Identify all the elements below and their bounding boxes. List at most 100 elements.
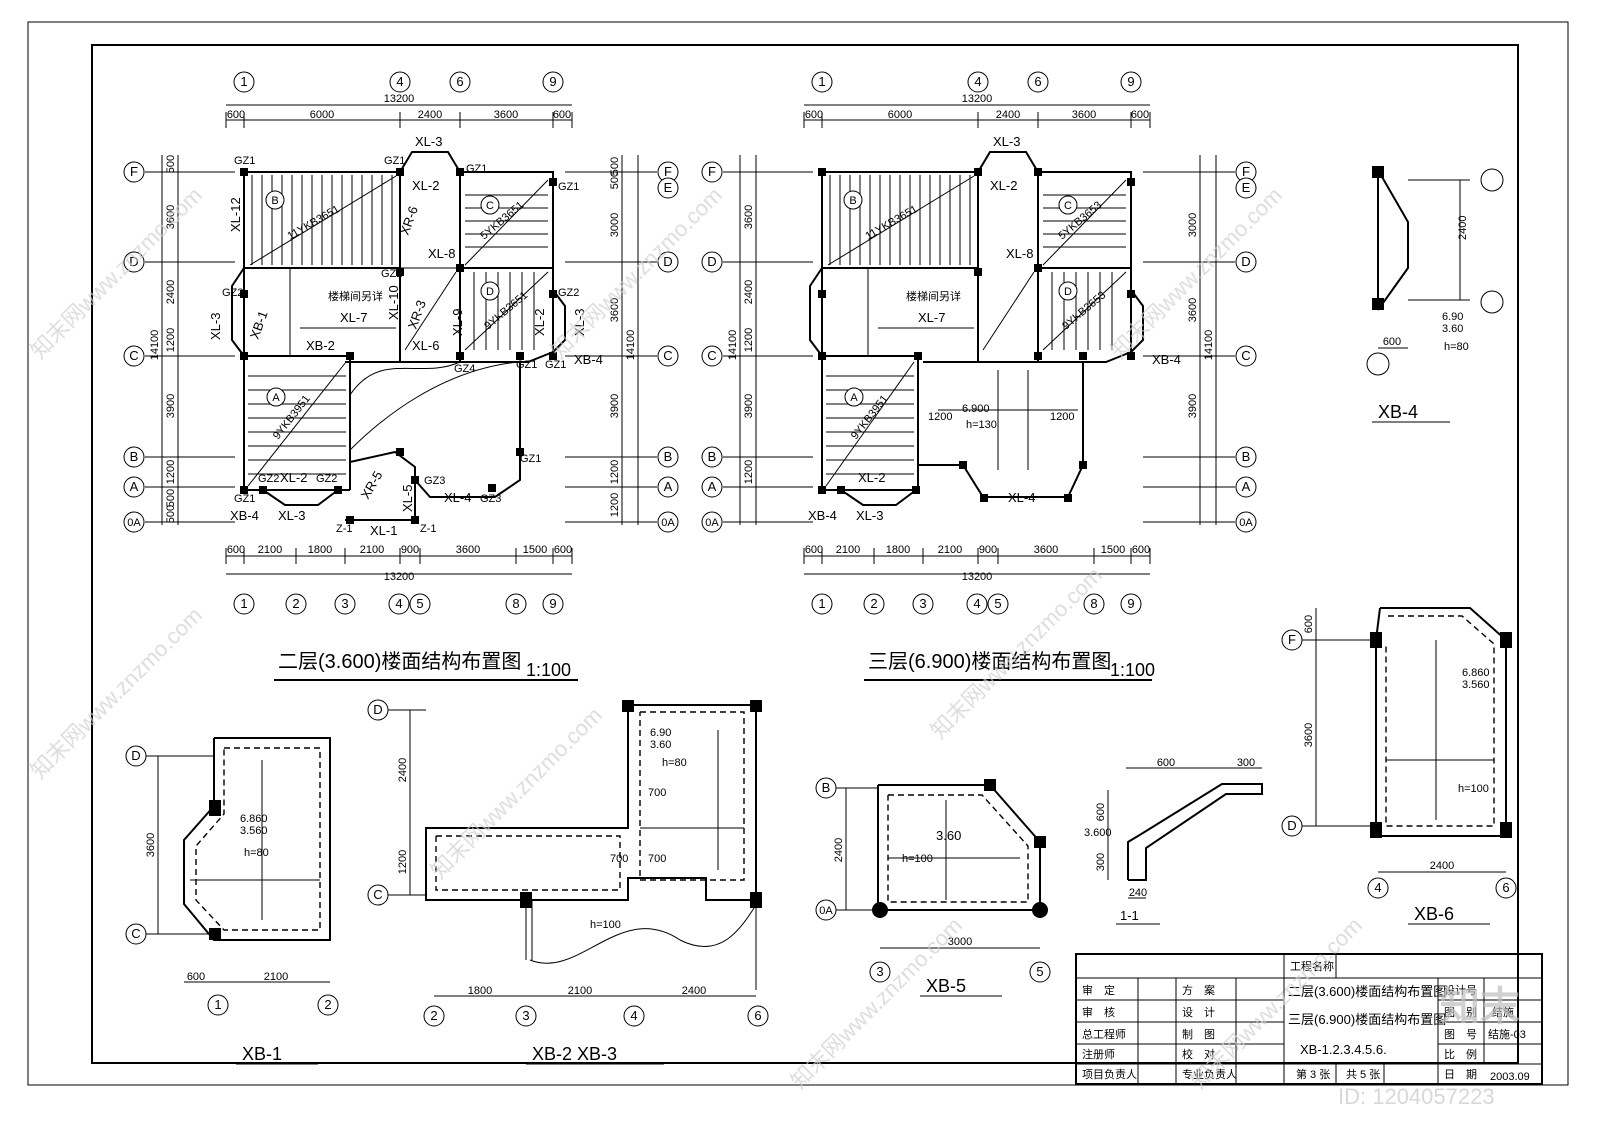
watermark-text: 知末网www.znzmo.com bbox=[1106, 182, 1287, 363]
column-label: GZ2 bbox=[381, 268, 402, 280]
elevation: 3.60 bbox=[650, 739, 671, 751]
drawing-title: 三层(6.900)楼面结构布置图 bbox=[868, 650, 1111, 673]
axis-label: B bbox=[1242, 449, 1251, 464]
column-label: GZ1 bbox=[384, 155, 405, 167]
dim: 2400 bbox=[682, 985, 706, 997]
elevation: 6.860 bbox=[240, 813, 268, 825]
axis-label: 2 bbox=[292, 596, 299, 611]
axis-label: 9 bbox=[1127, 74, 1134, 89]
column-label: GZ2 bbox=[316, 473, 337, 485]
watermark-text: 知末网www.znzmo.com bbox=[786, 912, 967, 1093]
axis-label: B bbox=[664, 449, 673, 464]
beam-label: XL-2 bbox=[412, 178, 439, 193]
slab-id: D bbox=[486, 286, 494, 298]
axis-label: 3 bbox=[522, 1008, 529, 1023]
dim: 600 bbox=[1303, 615, 1315, 633]
axis-label: D bbox=[129, 254, 138, 269]
axis-label: F bbox=[130, 164, 138, 179]
dim: 1200 bbox=[1050, 411, 1074, 423]
dim: 500 bbox=[165, 155, 177, 173]
dim: 2100 bbox=[264, 971, 288, 983]
axis-label: 0A bbox=[1239, 517, 1253, 529]
slab-id: D bbox=[1064, 286, 1072, 298]
slab-id: C bbox=[1064, 200, 1072, 212]
role-label: 注册师 bbox=[1082, 1047, 1115, 1061]
detail-title: 1-1 bbox=[1120, 908, 1139, 923]
dim-total: 14100 bbox=[149, 330, 161, 361]
field-label: 日 期 bbox=[1444, 1068, 1477, 1081]
drawing-title: 二层(3.600)楼面结构布置图 bbox=[278, 650, 521, 673]
slab-label: XB-1 bbox=[247, 309, 271, 341]
axis-bubble bbox=[542, 71, 564, 93]
column-label: GZ3 bbox=[480, 493, 501, 505]
dim: 3900 bbox=[743, 394, 755, 418]
dim: 300 bbox=[1095, 853, 1107, 871]
dim: 3900 bbox=[609, 394, 621, 418]
dim: 600 bbox=[227, 109, 245, 121]
watermark-logo: 知末 bbox=[1440, 984, 1520, 1030]
axis-label: 8 bbox=[512, 596, 519, 611]
axis-label: C bbox=[663, 348, 672, 363]
dim: 2100 bbox=[836, 544, 860, 556]
beam-label: XL-4 bbox=[444, 490, 471, 505]
dim-total: 14100 bbox=[625, 330, 637, 361]
axis-label: F bbox=[708, 164, 716, 179]
axis-label: D bbox=[707, 254, 716, 269]
elevation: 6.90 bbox=[650, 727, 671, 739]
dim: 1200 bbox=[165, 328, 177, 352]
dim: 600 bbox=[1095, 803, 1107, 821]
dim: 500 bbox=[165, 489, 177, 507]
dim: 3600 bbox=[165, 205, 177, 229]
slab-id: B bbox=[271, 195, 278, 207]
axis-label: 4 bbox=[395, 596, 402, 611]
dim: 500 bbox=[165, 505, 177, 523]
dim: 500 bbox=[609, 171, 621, 189]
slab-spec: 11YKB3651 bbox=[864, 203, 920, 242]
axis-label: 2 bbox=[430, 1008, 437, 1023]
axis-label: 0A bbox=[705, 517, 719, 529]
field-label: 图 号 bbox=[1444, 1028, 1477, 1041]
dim: 2100 bbox=[258, 544, 282, 556]
dim-total: 13200 bbox=[384, 571, 415, 583]
beam-label: XL-12 bbox=[228, 197, 243, 232]
elevation: 6.90 bbox=[1442, 311, 1463, 323]
dim: 3600 bbox=[145, 833, 157, 857]
beam-label: XL-1 bbox=[370, 523, 397, 538]
watermark-text: 知末网www.znzmo.com bbox=[1186, 912, 1367, 1093]
slab-label: XB-4 bbox=[808, 508, 837, 523]
dim: 2100 bbox=[360, 544, 384, 556]
outer-border bbox=[27, 21, 1569, 1086]
dim: 1500 bbox=[523, 544, 547, 556]
dim: 2400 bbox=[996, 109, 1020, 121]
axis-bubble bbox=[449, 71, 471, 93]
beam-label: XL-3 bbox=[993, 134, 1020, 149]
role-label: 校 对 bbox=[1182, 1047, 1215, 1061]
sheet-total: 共 5 张 bbox=[1346, 1068, 1380, 1081]
dim-total: 14100 bbox=[727, 330, 739, 361]
dim: 600 bbox=[1132, 544, 1150, 556]
dim: 1800 bbox=[886, 544, 910, 556]
watermark-id: ID: 1204057223 bbox=[1338, 1084, 1495, 1109]
dim-total: 13200 bbox=[384, 93, 415, 105]
slab-label: XR-5 bbox=[358, 468, 386, 501]
column-label: GZ2 bbox=[222, 287, 243, 299]
dim: 240 bbox=[1129, 887, 1147, 899]
detail-title: XB-1 bbox=[242, 1044, 282, 1064]
column-label: Z-1 bbox=[420, 523, 437, 535]
dim: 3600 bbox=[456, 544, 480, 556]
beam-label: XL-2 bbox=[280, 470, 307, 485]
axis-label: 1 bbox=[818, 596, 825, 611]
dim: 600 bbox=[227, 544, 245, 556]
dim-total: 13200 bbox=[962, 571, 993, 583]
slab-hatch-b bbox=[251, 175, 393, 265]
axis-label: A bbox=[664, 479, 673, 494]
axis-label: 6 bbox=[1502, 880, 1509, 895]
dim: 600 bbox=[805, 544, 823, 556]
dim: 300 bbox=[1237, 757, 1255, 769]
detail-title: XB-6 bbox=[1414, 904, 1454, 924]
axis-label: D bbox=[131, 748, 140, 763]
axis-label: C bbox=[129, 348, 138, 363]
dim: 3000 bbox=[609, 213, 621, 237]
detail-xb-5: B 0A 2400 3000 3 5 3.60 h=100 XB-5 bbox=[815, 777, 1051, 997]
beam-label: XL-3 bbox=[278, 508, 305, 523]
